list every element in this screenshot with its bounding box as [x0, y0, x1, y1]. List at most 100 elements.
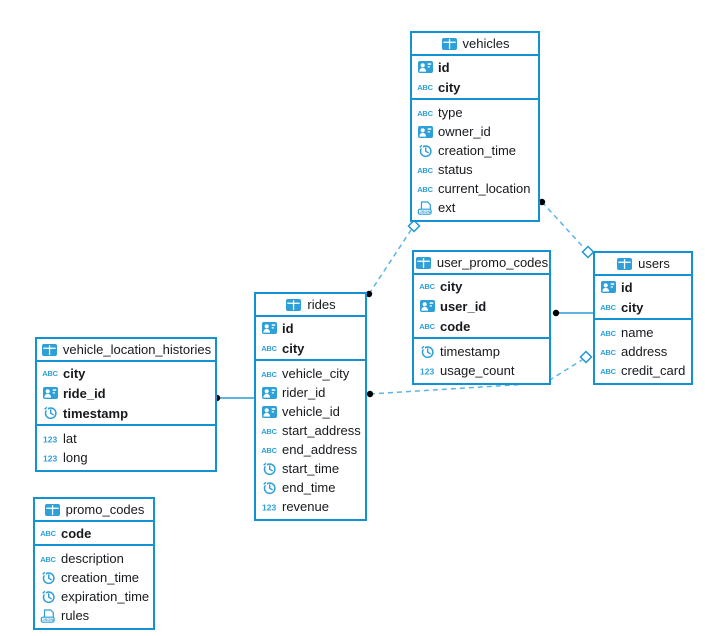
- timestamp-type-icon: [42, 406, 59, 420]
- column-rides-end-address[interactable]: end_address: [256, 440, 365, 459]
- column-rides-vehicle-id[interactable]: vehicle_id: [256, 402, 365, 421]
- table-icon: [616, 257, 633, 271]
- column-users-id[interactable]: id: [595, 277, 691, 297]
- column-name: start_time: [282, 461, 340, 476]
- column-name: rules: [61, 608, 90, 623]
- column-upc-usage-count[interactable]: usage_count: [414, 361, 549, 380]
- string-type-icon: [600, 300, 617, 314]
- id-type-icon: [261, 386, 278, 400]
- column-name: city: [438, 79, 461, 95]
- column-rides-start-address[interactable]: start_address: [256, 421, 365, 440]
- timestamp-type-icon: [40, 590, 57, 604]
- column-name: rider_id: [282, 385, 326, 400]
- column-name: user_id: [440, 298, 487, 314]
- column-vehicles-status[interactable]: status: [412, 160, 538, 179]
- string-type-icon: [261, 341, 278, 355]
- column-vehicles-city[interactable]: city: [412, 77, 538, 97]
- column-upc-city[interactable]: city: [414, 276, 549, 296]
- relationship-dot-rides-right: [366, 390, 374, 398]
- id-type-icon: [417, 60, 434, 74]
- column-vehicles-type[interactable]: type: [412, 103, 538, 122]
- json-type-icon: [417, 201, 434, 215]
- string-type-icon: [42, 366, 59, 380]
- column-vlh-city[interactable]: city: [37, 363, 215, 383]
- timestamp-type-icon: [261, 481, 278, 495]
- column-name: ext: [438, 200, 456, 215]
- string-type-icon: [600, 345, 617, 359]
- id-type-icon: [417, 125, 434, 139]
- column-vlh-long[interactable]: long: [37, 448, 215, 467]
- column-vehicles-owner-id[interactable]: owner_id: [412, 122, 538, 141]
- column-name: code: [61, 525, 92, 541]
- column-users-address[interactable]: address: [595, 342, 691, 361]
- table-vehicles[interactable]: vehicles id city type owner_id c: [410, 31, 540, 222]
- column-vehicles-current-location[interactable]: current_location: [412, 179, 538, 198]
- column-name: expiration_time: [61, 589, 150, 604]
- column-name: city: [440, 278, 463, 294]
- column-promo-code[interactable]: code: [35, 523, 153, 543]
- string-type-icon: [417, 80, 434, 94]
- column-name: long: [63, 450, 88, 465]
- column-users-city[interactable]: city: [595, 297, 691, 317]
- column-name: id: [282, 320, 294, 336]
- columns-section: vehicle_city rider_id vehicle_id start_a…: [256, 361, 365, 519]
- column-upc-code[interactable]: code: [414, 316, 549, 336]
- id-type-icon: [42, 386, 59, 400]
- column-name: id: [438, 59, 450, 75]
- column-promo-creation-time[interactable]: creation_time: [35, 568, 153, 587]
- column-name: city: [63, 365, 86, 381]
- column-name: code: [440, 318, 471, 334]
- column-rides-id[interactable]: id: [256, 318, 365, 338]
- table-title: user_promo_codes: [436, 255, 549, 270]
- column-rides-end-time[interactable]: end_time: [256, 478, 365, 497]
- table-icon: [41, 343, 58, 357]
- table-promo-codes[interactable]: promo_codes code description creation_ti…: [33, 497, 155, 630]
- column-rides-start-time[interactable]: start_time: [256, 459, 365, 478]
- column-vehicles-ext[interactable]: ext: [412, 198, 538, 217]
- table-vehicle-location-histories[interactable]: vehicle_location_histories city ride_id …: [35, 337, 217, 472]
- columns-section: timestamp usage_count: [414, 339, 549, 383]
- column-vlh-timestamp[interactable]: timestamp: [37, 403, 215, 423]
- string-type-icon: [261, 367, 278, 381]
- column-rides-city[interactable]: city: [256, 338, 365, 358]
- column-rides-revenue[interactable]: revenue: [256, 497, 365, 516]
- id-type-icon: [261, 405, 278, 419]
- column-promo-description[interactable]: description: [35, 549, 153, 568]
- column-vehicles-creation-time[interactable]: creation_time: [412, 141, 538, 160]
- string-type-icon: [417, 182, 434, 196]
- table-header: vehicle_location_histories: [37, 339, 215, 362]
- relationship-line-rides-vehicles[interactable]: [368, 229, 412, 295]
- column-name: revenue: [282, 499, 329, 514]
- timestamp-type-icon: [261, 462, 278, 476]
- id-type-icon: [600, 280, 617, 294]
- column-rides-rider-id[interactable]: rider_id: [256, 383, 365, 402]
- relationship-line-vehicles-users[interactable]: [541, 201, 585, 249]
- number-type-icon: [42, 432, 59, 446]
- string-type-icon: [261, 424, 278, 438]
- column-upc-user-id[interactable]: user_id: [414, 296, 549, 316]
- column-upc-timestamp[interactable]: timestamp: [414, 342, 549, 361]
- column-name: id: [621, 279, 633, 295]
- column-name: description: [61, 551, 124, 566]
- column-rides-vehicle-city[interactable]: vehicle_city: [256, 364, 365, 383]
- column-users-name[interactable]: name: [595, 323, 691, 342]
- column-name: status: [438, 162, 473, 177]
- relationship-diamond-users-top: [581, 245, 595, 259]
- column-vehicles-id[interactable]: id: [412, 57, 538, 77]
- table-title: vehicles: [462, 36, 510, 51]
- table-users[interactable]: users id city name address credi: [593, 251, 693, 385]
- column-name: end_address: [282, 442, 358, 457]
- column-vlh-lat[interactable]: lat: [37, 429, 215, 448]
- key-columns-section: code: [35, 522, 153, 546]
- column-name: vehicle_id: [282, 404, 340, 419]
- column-vlh-ride-id[interactable]: ride_id: [37, 383, 215, 403]
- column-promo-rules[interactable]: rules: [35, 606, 153, 625]
- column-promo-expiration-time[interactable]: expiration_time: [35, 587, 153, 606]
- number-type-icon: [419, 364, 436, 378]
- table-user-promo-codes[interactable]: user_promo_codes city user_id code times…: [412, 250, 551, 385]
- table-icon: [44, 503, 61, 517]
- column-name: credit_card: [621, 363, 686, 378]
- string-type-icon: [40, 526, 57, 540]
- table-rides[interactable]: rides id city vehicle_city rider_id: [254, 292, 367, 521]
- column-users-credit-card[interactable]: credit_card: [595, 361, 691, 380]
